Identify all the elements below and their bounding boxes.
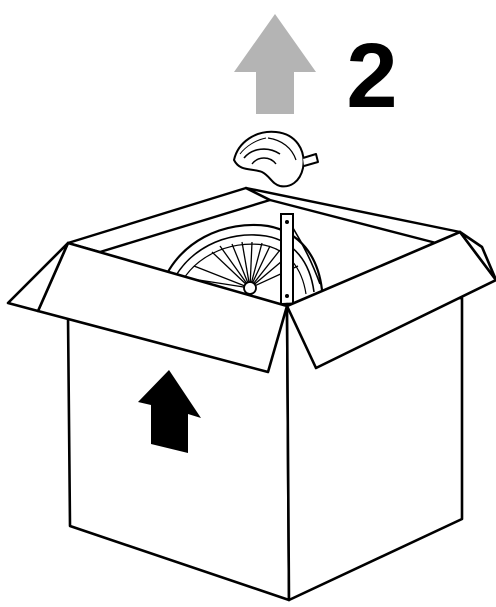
arrow-up-icon xyxy=(234,14,316,114)
step-number: 2 xyxy=(342,26,402,126)
box-back-flaps xyxy=(68,188,460,252)
saddle-part xyxy=(234,132,318,187)
